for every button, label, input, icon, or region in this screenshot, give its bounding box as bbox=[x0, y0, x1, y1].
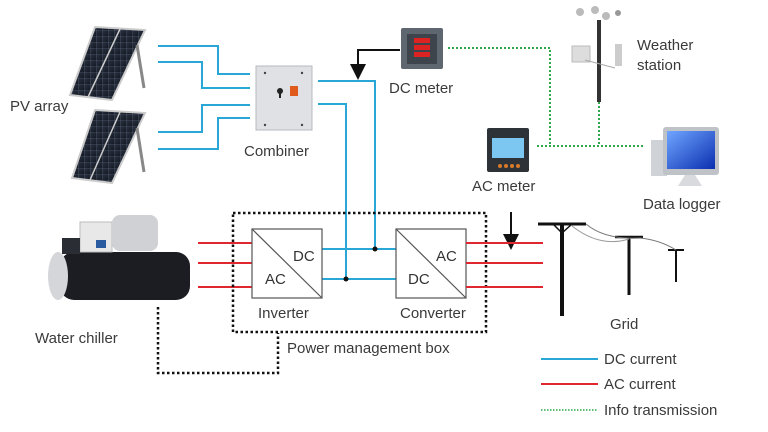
combiner-label: Combiner bbox=[244, 143, 310, 160]
solar-panel-icon bbox=[70, 108, 147, 185]
power-management-box bbox=[231, 211, 488, 334]
junction-dot bbox=[343, 276, 349, 282]
weather-station-icon bbox=[571, 6, 622, 102]
converter-block: AC DC bbox=[395, 228, 467, 299]
ac-lines-grid bbox=[466, 242, 543, 288]
weather-station-label: Weather station bbox=[637, 37, 694, 74]
inverter-bottom: AC bbox=[265, 271, 286, 288]
legend-ac-label: AC current bbox=[604, 376, 676, 393]
dc-meter-label: DC meter bbox=[389, 80, 454, 97]
control-link bbox=[156, 307, 280, 375]
computer-icon bbox=[651, 127, 719, 186]
water-chiller-label: Water chiller bbox=[35, 330, 118, 347]
combiner-box-icon bbox=[255, 65, 313, 131]
converter-bottom: DC bbox=[408, 271, 430, 288]
converter-label: Converter bbox=[400, 305, 466, 322]
converter-top: AC bbox=[436, 248, 457, 265]
data-logger-label: Data logger bbox=[643, 196, 721, 213]
inverter-label: Inverter bbox=[258, 305, 309, 322]
inverter-block: DC AC bbox=[251, 228, 323, 299]
junction-dot bbox=[372, 246, 378, 252]
info-lines bbox=[448, 47, 645, 147]
ac-meter-label: AC meter bbox=[472, 178, 536, 195]
dc-meter-icon bbox=[401, 28, 443, 69]
ac-lines-chiller bbox=[198, 242, 252, 288]
legend-dc-label: DC current bbox=[604, 351, 677, 368]
legend-info-label: Info transmission bbox=[604, 402, 718, 419]
power-management-box-label: Power management box bbox=[287, 340, 450, 357]
pv-array-label: PV array bbox=[10, 98, 69, 115]
dc-lines-pv bbox=[158, 45, 250, 150]
dc-meter-arrow bbox=[350, 49, 400, 80]
dc-lines-combiner bbox=[318, 80, 400, 280]
grid-label: Grid bbox=[610, 316, 639, 333]
water-chiller-icon bbox=[48, 215, 190, 300]
power-pole-icon bbox=[538, 222, 684, 316]
ac-meter-icon bbox=[487, 128, 529, 172]
solar-panel-icon bbox=[68, 25, 147, 102]
inverter-top: DC bbox=[293, 248, 315, 265]
